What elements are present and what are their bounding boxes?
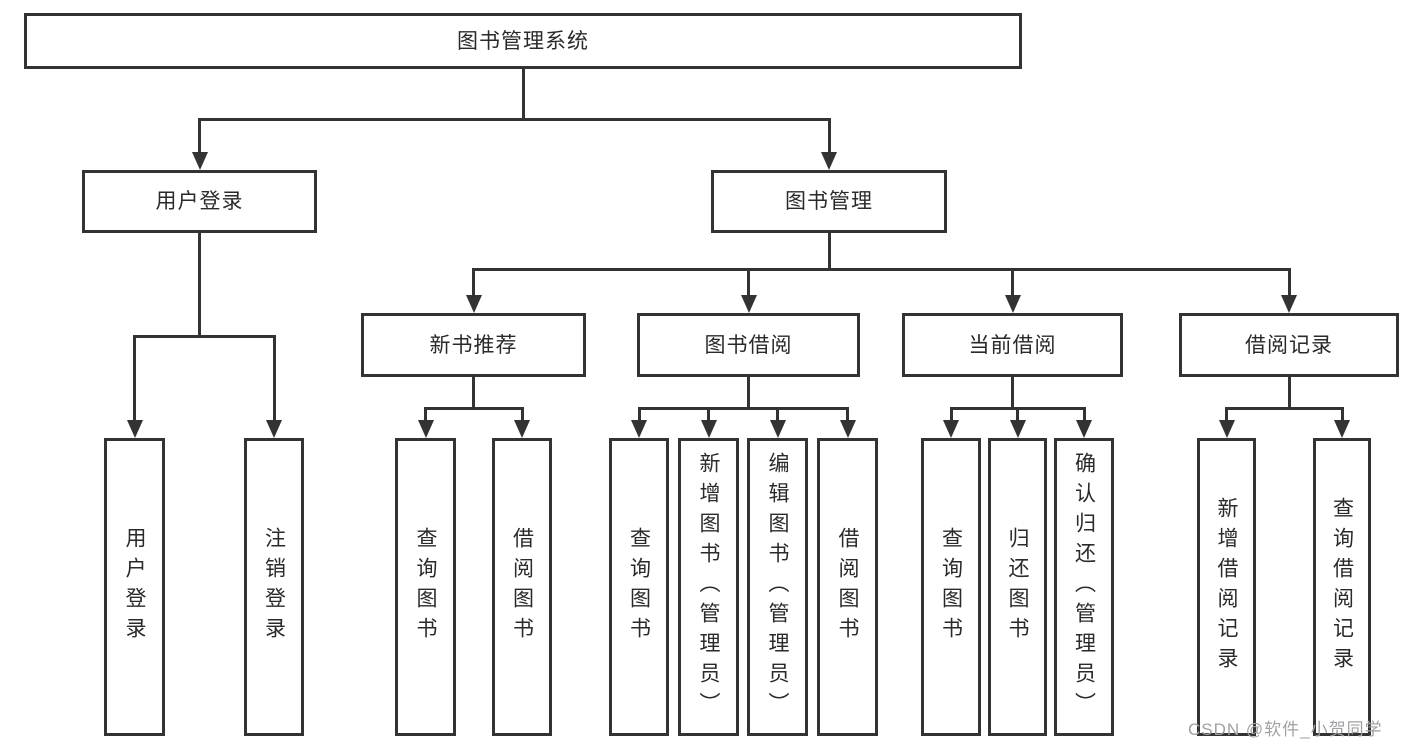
arrow-down-icon [465,295,482,313]
connector-bar [472,268,1291,271]
node-label-current: 当前借阅 [968,333,1057,357]
node-records-add: 新增借阅记录 [1197,438,1256,736]
node-label-borrow-edit: 编辑图书（管理员） [766,452,789,722]
node-borrow-add: 新增图书（管理员） [678,438,739,736]
connector-stem [472,377,475,410]
connector-drop [846,407,849,426]
connector-drop [707,407,710,426]
node-label-mgmt: 图书管理 [785,190,873,213]
node-login-user: 用户登录 [104,438,165,736]
connector-drop [198,118,201,158]
connector-bar [133,335,276,338]
arrow-down-icon [700,420,717,438]
node-borrow-edit: 编辑图书（管理员） [747,438,808,736]
connector-drop [1082,407,1086,426]
connector-stem [521,69,525,121]
arrow-down-icon [943,420,959,438]
connector-drop [1011,268,1014,301]
arrow-down-icon [1076,420,1092,438]
arrow-down-icon [1004,295,1021,313]
connector-drop [272,335,276,426]
connector-bar [1225,407,1344,410]
connector-drop [827,118,831,158]
connector-drop [520,407,524,426]
connector-stem [1287,377,1291,410]
node-login-logout: 注销登录 [244,438,304,736]
node-label-rec: 新书推荐 [429,333,518,357]
node-login: 用户登录 [82,170,317,233]
arrow-down-icon [191,152,208,170]
arrow-down-icon [266,420,282,438]
node-label-records: 借阅记录 [1245,333,1333,357]
node-label-current-query: 查询图书 [939,527,963,647]
connector-drop [1225,407,1228,426]
node-records-query: 查询借阅记录 [1313,438,1371,736]
connector-bar [637,407,849,410]
connector-drop [1340,407,1344,426]
node-rec: 新书推荐 [361,313,586,377]
connector-stem [198,233,201,338]
connector-drop [472,268,475,301]
arrow-down-icon [1334,420,1350,438]
arrow-down-icon [1218,420,1235,438]
node-label-rec-borrow: 借阅图书 [510,527,534,647]
arrow-down-icon [839,420,856,438]
node-borrow-lend: 借阅图书 [817,438,878,736]
connector-stem [827,233,831,271]
connector-drop [637,407,641,426]
node-current-confirm: 确认归还（管理员） [1054,438,1114,736]
connector-bar [198,118,831,121]
node-borrow-query: 查询图书 [609,438,669,736]
connector-drop [1016,407,1019,426]
node-label-borrow-lend: 借阅图书 [836,527,859,647]
connector-drop [424,407,427,426]
node-label-borrow-add: 新增图书（管理员） [697,452,720,722]
node-label-login-logout: 注销登录 [262,527,286,647]
node-records: 借阅记录 [1179,313,1399,377]
connector-stem [747,377,750,410]
node-root: 图书管理系统 [24,13,1022,69]
watermark-text: CSDN @软件_小贺同学 [1188,720,1383,739]
node-borrow: 图书借阅 [637,313,860,377]
node-label-borrow-query: 查询图书 [627,527,651,647]
connector-drop [776,407,779,426]
connector-drop [949,407,953,426]
node-label-borrow: 图书借阅 [704,333,793,357]
arrow-down-icon [740,295,757,313]
node-label-root: 图书管理系统 [457,29,589,53]
node-rec-query: 查询图书 [395,438,456,736]
connector-drop [747,268,750,301]
arrow-down-icon [631,420,647,438]
node-label-records-query: 查询借阅记录 [1330,497,1354,677]
node-mgmt: 图书管理 [711,170,947,233]
connector-stem [1011,377,1014,410]
node-label-current-return: 归还图书 [1006,527,1029,647]
node-label-current-confirm: 确认归还（管理员） [1072,452,1096,722]
node-label-records-add: 新增借阅记录 [1215,497,1238,677]
node-label-login-user: 用户登录 [123,527,146,647]
node-current-return: 归还图书 [988,438,1047,736]
arrow-down-icon [514,420,530,438]
node-current-query: 查询图书 [921,438,981,736]
node-label-login: 用户登录 [155,190,244,213]
connector-bar [424,407,524,410]
node-rec-borrow: 借阅图书 [492,438,552,736]
connector-drop [133,335,136,426]
connector-drop [1287,268,1291,301]
node-label-rec-query: 查询图书 [414,527,437,647]
arrow-down-icon [769,420,786,438]
arrow-down-icon [1281,295,1297,313]
arrow-down-icon [1009,420,1026,438]
arrow-down-icon [417,420,434,438]
arrow-down-icon [126,420,143,438]
node-current: 当前借阅 [902,313,1123,377]
arrow-down-icon [821,152,837,170]
